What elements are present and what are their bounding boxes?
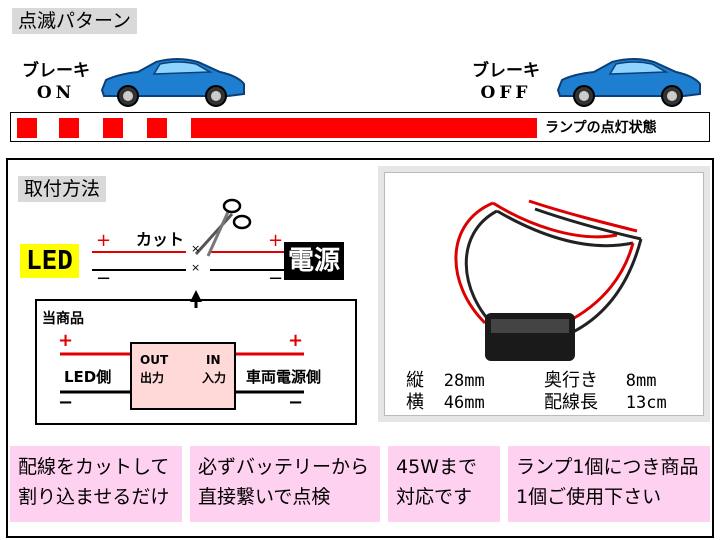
- lamp-state-label: ランプの点灯状態: [545, 120, 657, 136]
- plus-sign: +: [268, 230, 284, 251]
- install-title: 取付方法: [18, 176, 107, 202]
- product-photo: [384, 172, 704, 416]
- product-photo-image: [454, 199, 643, 361]
- cut-label: カット: [136, 230, 185, 249]
- blink-pulse: [103, 118, 123, 138]
- feature-card: 必ずバッテリーから 直接繋いで点検: [190, 446, 380, 522]
- plus-sign: +: [96, 230, 112, 251]
- feature-line: 配線をカットして: [18, 456, 170, 478]
- product-box: OUT 出力 IN 入力: [130, 342, 236, 410]
- brake-on-label: ブレーキ ON: [14, 60, 98, 104]
- feature-line: 1個ご使用下さい: [516, 486, 662, 508]
- blink-pulse: [59, 118, 79, 138]
- out-top: OUT: [140, 353, 169, 367]
- spec-width-label: 横: [406, 392, 424, 413]
- feature-line: ランプ1個につき商品: [516, 456, 699, 478]
- feature-card: 45Wまで 対応です: [388, 446, 500, 522]
- car-icon-right: [556, 58, 701, 107]
- product-label: 当商品: [42, 311, 84, 327]
- scissors-icon: [194, 198, 252, 257]
- in-top: IN: [206, 353, 221, 367]
- feature-line: 直接繋いで点検: [198, 486, 331, 508]
- wiring-diagram: [35, 251, 357, 425]
- feature-card: 配線をカットして 割り込ませるだけ: [10, 446, 182, 522]
- blink-pulse: [147, 118, 167, 138]
- product-photo-panel: [378, 166, 710, 422]
- spec-height-label: 縦: [406, 370, 424, 391]
- blink-pulse: [17, 118, 37, 138]
- brake-off-line1: ブレーキ: [472, 61, 540, 81]
- car-icon-left: [100, 58, 245, 107]
- in-bottom: 入力: [202, 371, 227, 385]
- out-label: OUT 出力: [140, 352, 168, 386]
- minus-sign: −: [58, 392, 74, 413]
- pattern-title: 点滅パターン: [12, 8, 138, 34]
- brake-off-label: ブレーキ OFF: [464, 60, 548, 104]
- spec-width-value: 46mm: [443, 393, 485, 413]
- steady-on-segment: [191, 118, 537, 138]
- feature-line: 45Wまで: [396, 456, 477, 478]
- cut-mark: ×: [191, 242, 201, 255]
- brake-off-line2: OFF: [480, 83, 532, 103]
- out-bottom: 出力: [140, 371, 165, 385]
- minus-sign: −: [96, 268, 112, 289]
- in-label: IN 入力: [202, 352, 226, 386]
- spec-depth: 奥行き 8mm: [544, 370, 656, 392]
- lamp-state-bar: ランプの点灯状態: [10, 112, 710, 142]
- power-label: 電源: [284, 242, 345, 280]
- minus-sign: −: [268, 268, 284, 289]
- feature-line: 割り込ませるだけ: [18, 486, 170, 508]
- led-side-label: LED側: [64, 368, 112, 386]
- spec-wire-value: 13cm: [625, 393, 667, 413]
- spec-wire: 配線長 13cm: [544, 392, 667, 414]
- spec-depth-value: 8mm: [625, 371, 657, 391]
- brake-on-line2: ON: [36, 83, 76, 103]
- cut-mark: ×: [191, 261, 201, 274]
- plus-sign: +: [58, 330, 74, 351]
- spec-wire-label: 配線長: [544, 392, 598, 413]
- brake-on-line1: ブレーキ: [22, 61, 90, 81]
- led-label: LED: [20, 244, 79, 278]
- main-frame: [6, 158, 714, 538]
- plus-sign: +: [288, 330, 304, 351]
- feature-line: 必ずバッテリーから: [198, 456, 370, 478]
- feature-card: ランプ1個につき商品 1個ご使用下さい: [508, 446, 710, 522]
- feature-line: 対応です: [396, 486, 473, 508]
- spec-height-value: 28mm: [443, 371, 485, 391]
- spec-depth-label: 奥行き: [544, 370, 598, 391]
- vehicle-side-label: 車両電源側: [246, 368, 322, 386]
- spec-height: 縦 28mm: [406, 370, 485, 392]
- minus-sign: −: [288, 392, 304, 413]
- spec-width: 横 46mm: [406, 392, 485, 414]
